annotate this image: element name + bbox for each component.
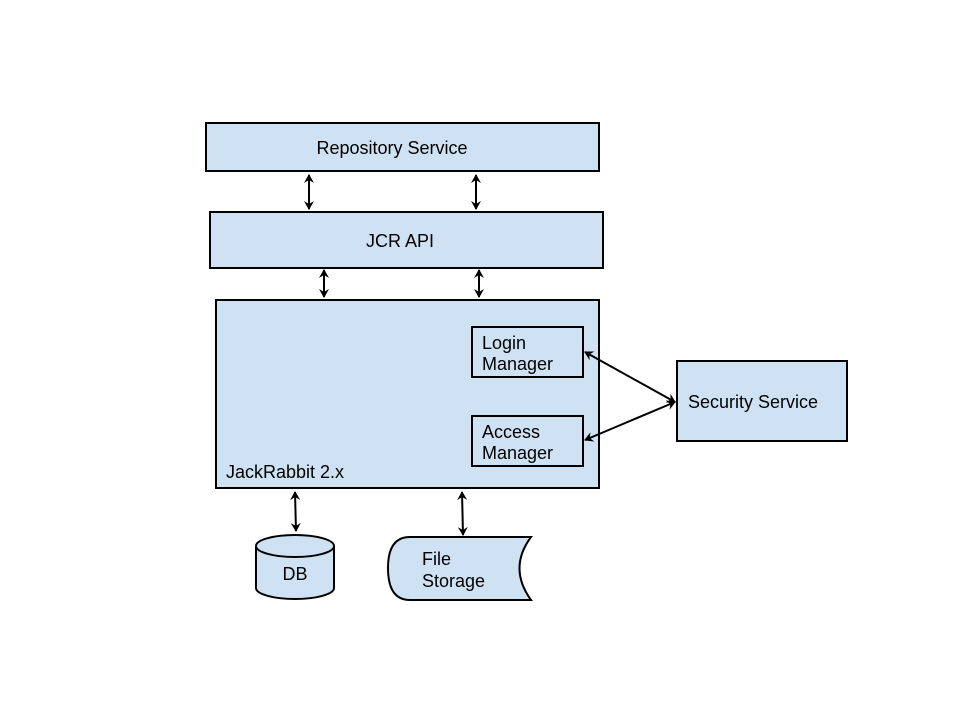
repository-service-node: Repository Service [205, 122, 600, 172]
repository-service-box [205, 122, 600, 172]
jcr-api-label: JCR API [366, 231, 434, 251]
arrow-jackrabbit-file-storage [457, 491, 468, 536]
access-manager-box [471, 415, 584, 467]
db-node: DB [255, 534, 335, 600]
repository-service-label: Repository Service [316, 138, 467, 158]
login-manager-label-line2: Manager [482, 354, 553, 374]
db-cylinder-top [255, 534, 335, 558]
file-storage-shape [386, 536, 533, 601]
login-manager-box [471, 326, 584, 378]
jackrabbit-label: JackRabbit 2.x [226, 462, 344, 482]
security-service-box [676, 360, 848, 442]
access-manager-label-line1: Access [482, 422, 540, 442]
db-label: DB [282, 564, 307, 584]
arrow-access-security [584, 400, 676, 442]
file-storage-label-line2: Storage [422, 571, 485, 591]
access-manager-node: Access Manager [471, 415, 584, 467]
login-manager-label-line1: Login [482, 333, 526, 353]
arrow-login-security [584, 351, 676, 403]
access-manager-label-line2: Manager [482, 443, 553, 463]
jcr-api-box [209, 211, 604, 269]
file-storage-node: File Storage [386, 536, 533, 601]
security-service-label: Security Service [688, 392, 818, 412]
file-storage-label-line1: File [422, 549, 451, 569]
arrow-jackrabbit-db [290, 491, 301, 532]
login-manager-node: Login Manager [471, 326, 584, 378]
jcr-api-node: JCR API [209, 211, 604, 269]
db-cylinder-body [255, 546, 335, 600]
security-service-node: Security Service [676, 360, 848, 442]
